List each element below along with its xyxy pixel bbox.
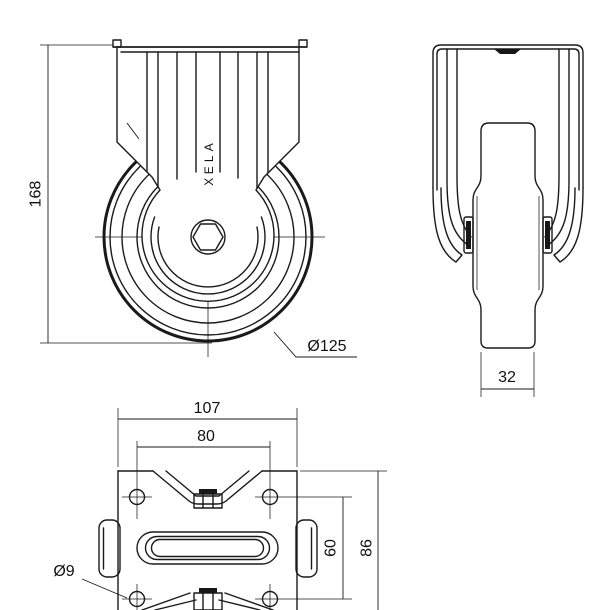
tab-right xyxy=(295,519,318,578)
dimensions: 168 Ø125 32 107 80 60 86 Ø9 xyxy=(28,44,535,610)
bolt-plan-bottom xyxy=(193,588,223,610)
dim-plate-depth-label: 86 xyxy=(359,539,376,557)
tab-left xyxy=(98,519,121,578)
dim-plate-width-label: 107 xyxy=(194,400,221,417)
wheel-side xyxy=(472,122,544,349)
plan-view xyxy=(98,470,318,610)
brand-logo-letter: L xyxy=(202,155,216,162)
plate-notch xyxy=(494,49,521,54)
dim-bolt-spacing-width-label: 80 xyxy=(197,428,215,445)
dim-height-label: 168 xyxy=(28,181,45,208)
fork-ribs xyxy=(146,51,269,189)
dim-hole-diameter-label: Ø9 xyxy=(53,563,74,580)
bolt-plan-top xyxy=(193,489,223,509)
plate-front xyxy=(112,39,308,53)
axle-side xyxy=(463,216,553,254)
surface-mark-arrow xyxy=(126,122,140,140)
dim-wheel-width-label: 32 xyxy=(498,369,516,386)
center-slot xyxy=(136,531,279,565)
hub-arc-outer xyxy=(150,216,266,295)
hub-arc-inner xyxy=(157,226,259,288)
dim-wheel-diameter-label: Ø125 xyxy=(307,338,346,355)
bracket-side-outer xyxy=(432,44,584,189)
brand-logo-letter: A xyxy=(202,143,216,152)
dim-bolt-spacing-depth-label: 60 xyxy=(323,539,340,557)
side-view xyxy=(432,44,584,349)
brand-logo-letter: X xyxy=(202,177,216,186)
plate-plan xyxy=(117,470,298,610)
axle-bolt-front xyxy=(190,219,226,255)
fork-front xyxy=(116,46,300,302)
brand-logo-letter: E xyxy=(202,166,216,175)
